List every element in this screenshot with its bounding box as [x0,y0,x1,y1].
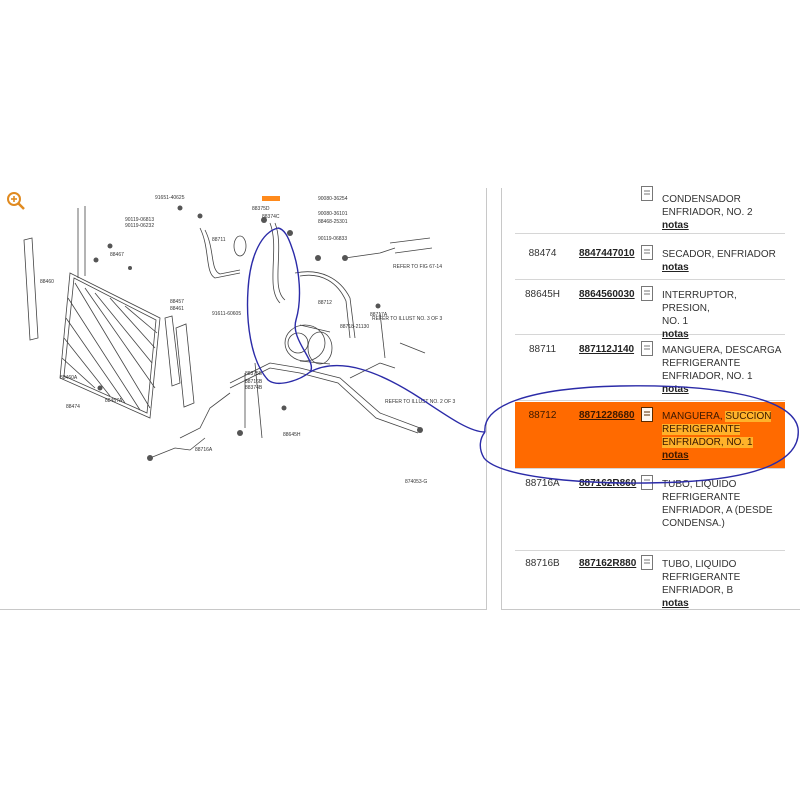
part-number-link[interactable]: 8847447010 [579,248,635,259]
diagram-label: 88717A [370,312,388,318]
figure-code: 874053-G [405,479,427,485]
part-ref: 88474 [528,248,557,259]
part-row[interactable]: CONDENSADOR ENFRIADOR, NO. 2 notas [515,186,787,234]
document-icon[interactable] [641,245,653,260]
diagram-label: 90119-06232 [125,223,154,229]
document-icon[interactable] [641,555,653,570]
notes-link[interactable]: notas [662,329,689,340]
part-row[interactable]: 88716A 887162R860 TUBO, LIQUIDO REFRIGER… [515,468,785,551]
diagram-label: 88457A [105,398,123,404]
diagram-label: 88645H [283,432,301,438]
part-description: INTERRUPTOR, PRESION, NO. 1 notas [662,289,787,341]
part-number-link[interactable]: 8864560030 [579,289,635,300]
diagram-label: REFER TO ILLUST NO. 2 OF 3 [385,399,456,405]
diagram-label: 88460A [60,375,78,381]
diagram-label: 88718-21130 [340,324,369,330]
document-icon[interactable] [641,407,653,422]
part-number-link[interactable]: 887112J140 [579,344,635,355]
diagram-label: 88374C [262,214,280,220]
part-row-selected[interactable]: 88712 8871228680 MANGUERA, SUCCION REFRI… [515,402,785,469]
part-description: TUBO, LIQUIDO REFRIGERANTE ENFRIADOR, B … [662,558,787,610]
diagram-label: 88461 [170,306,184,312]
part-description: MANGUERA, DESCARGA REFRIGERANTE ENFRIADO… [662,344,787,396]
diagram-label: 88474 [66,404,80,410]
document-icon[interactable] [641,475,653,490]
part-description: SECADOR, ENFRIADOR notas [662,248,787,274]
refrigerant-lines-drawing [149,222,433,459]
diagram-label: 88457 [170,299,184,305]
part-ref: 88645H [524,289,561,300]
diagram-label: 88468-25301 [318,219,348,225]
part-number-link[interactable]: 8871228680 [579,410,635,421]
compressor-drawing [284,324,333,365]
diagram-label: 88460 [40,279,54,285]
part-tag-highlight [262,196,280,201]
diagram-label: 88712 [318,300,332,306]
side-bracket-drawing [23,206,195,408]
fittings-drawing [93,205,423,461]
notes-link[interactable]: notas [662,384,689,395]
part-row[interactable]: 88645H 8864560030 INTERRUPTOR, PRESION, … [515,279,785,340]
diagram-label: 90119-06833 [318,236,347,242]
notes-link[interactable]: notas [662,450,689,461]
diagram-label: 90080-36101 [318,211,348,217]
part-ref: 88712 [528,410,557,421]
diagram-label: 91651-40625 [155,195,185,201]
diagram-label: 88375D [252,206,270,212]
notes-link[interactable]: notas [662,262,689,273]
diagram-label: REFER TO ILLUST NO. 3 OF 3 [372,316,443,322]
part-row[interactable]: 88711 887112J140 MANGUERA, DESCARGA REFR… [515,334,785,401]
document-icon[interactable] [641,286,653,301]
diagram-label: 88375E [245,371,263,377]
part-row[interactable]: 88474 8847447010 SECADOR, ENFRIADOR nota… [515,233,785,280]
diagram-label: 88711 [212,237,226,243]
ac-system-diagram: 91651-40625 90119-06813 90119-06232 8837… [23,195,456,485]
diagram-label: 88467 [110,252,124,258]
diagram-callout-labels: 91651-40625 90119-06813 90119-06232 8837… [40,195,456,485]
diagram-label: 91611-60605 [212,311,241,317]
diagram-label: 90119-06813 [125,217,154,223]
notes-link[interactable]: notas [662,220,689,231]
document-icon[interactable] [641,341,653,356]
notes-link[interactable]: notas [662,598,689,609]
part-description: MANGUERA, SUCCION REFRIGERANTE ENFRIADOR… [662,410,787,462]
diagram-label: 88716A [195,447,213,453]
diagram-label: REFER TO FIG 67-14 [393,264,442,270]
part-ref: 88716B [525,558,560,569]
part-row[interactable]: 88716B 887162R880 TUBO, LIQUIDO REFRIGER… [515,550,785,610]
diagram-label: 90080-36254 [318,196,348,202]
part-description: TUBO, LIQUIDO REFRIGERANTE ENFRIADOR, A … [662,479,773,529]
zoom-in-icon[interactable] [6,191,26,211]
condenser-drawing [59,272,161,419]
search-highlight: SUCCION [725,411,772,422]
part-description: CONDENSADOR ENFRIADOR, NO. 2 notas [662,193,787,232]
document-icon[interactable] [641,186,653,201]
part-number-link[interactable]: 887162R880 [579,558,637,569]
part-number-link[interactable]: 887162R860 [579,478,637,489]
diagram-label: 88374B [245,385,263,391]
part-ref: 88716A [525,478,560,489]
part-ref: 88711 [528,344,557,355]
